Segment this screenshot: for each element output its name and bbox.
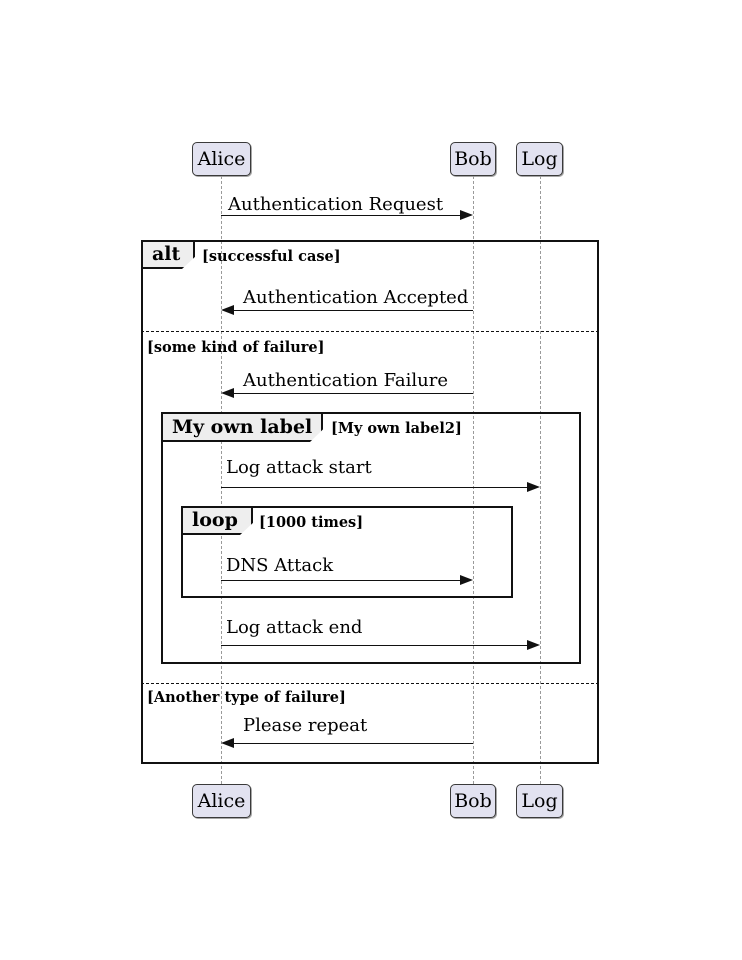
participant-header-log[interactable]: Log xyxy=(516,142,563,176)
message-label-log-attack-start: Log attack start xyxy=(226,457,372,478)
participant-footer-log[interactable]: Log xyxy=(516,784,563,818)
arrowhead-right-icon xyxy=(460,209,473,220)
message-label-authentication-request: Authentication Request xyxy=(228,194,444,215)
fragment-guard-1000-times: [1000 times] xyxy=(259,514,364,531)
operand-separator-2 xyxy=(141,683,599,684)
lifeline-bob xyxy=(473,176,474,784)
arrowhead-right-icon xyxy=(527,639,540,650)
message-line-authentication-request xyxy=(221,215,461,216)
arrowhead-left-icon xyxy=(221,304,234,315)
fragment-alt xyxy=(141,240,599,764)
arrowhead-left-icon xyxy=(221,387,234,398)
operand-separator-1 xyxy=(141,331,599,332)
fragment-guard-another-type-of-failure: [Another type of failure] xyxy=(147,689,346,706)
participant-header-bob[interactable]: Bob xyxy=(450,142,496,176)
fragment-guard-successful-case: [successful case] xyxy=(202,248,341,265)
fragment-operator-label-my-own-label: My own label xyxy=(172,415,313,438)
fragment-operator-tag-alt: alt xyxy=(143,242,195,269)
lifeline-alice xyxy=(221,176,222,784)
message-line-dns-attack xyxy=(221,580,461,581)
message-label-log-attack-end: Log attack end xyxy=(226,617,363,638)
message-line-authentication-failure xyxy=(234,393,473,394)
participant-label-bob: Bob xyxy=(454,147,492,170)
message-label-dns-attack: DNS Attack xyxy=(226,555,334,576)
lifeline-log xyxy=(540,176,541,784)
message-label-please-repeat: Please repeat xyxy=(243,715,368,736)
participant-header-alice[interactable]: Alice xyxy=(192,142,251,176)
arrowhead-left-icon xyxy=(221,737,234,748)
fragment-guard-some-kind-of-failure: [some kind of failure] xyxy=(147,339,325,356)
arrowhead-right-icon xyxy=(460,574,473,585)
fragment-operator-tag-my-own-label: My own label xyxy=(163,414,323,442)
participant-footer-alice[interactable]: Alice xyxy=(192,784,251,818)
message-line-log-attack-end xyxy=(221,645,528,646)
fragment-loop xyxy=(181,506,513,598)
message-label-authentication-failure: Authentication Failure xyxy=(243,370,448,391)
fragment-operator-label-loop: loop xyxy=(192,509,238,531)
participant-label-log: Log xyxy=(521,789,558,812)
participant-label-alice: Alice xyxy=(197,789,246,812)
arrowhead-right-icon xyxy=(527,481,540,492)
message-line-authentication-accepted xyxy=(234,310,473,311)
fragment-my-own-label xyxy=(161,412,581,664)
fragment-operator-tag-loop: loop xyxy=(183,508,253,535)
message-line-log-attack-start xyxy=(221,487,528,488)
participant-footer-bob[interactable]: Bob xyxy=(450,784,496,818)
fragment-guard-my-own-label2: [My own label2] xyxy=(331,420,462,437)
message-line-please-repeat xyxy=(234,743,473,744)
participant-label-bob: Bob xyxy=(454,789,492,812)
participant-label-log: Log xyxy=(521,147,558,170)
message-label-authentication-accepted: Authentication Accepted xyxy=(243,287,469,308)
fragment-operator-label-alt: alt xyxy=(152,243,181,265)
participant-label-alice: Alice xyxy=(197,147,246,170)
